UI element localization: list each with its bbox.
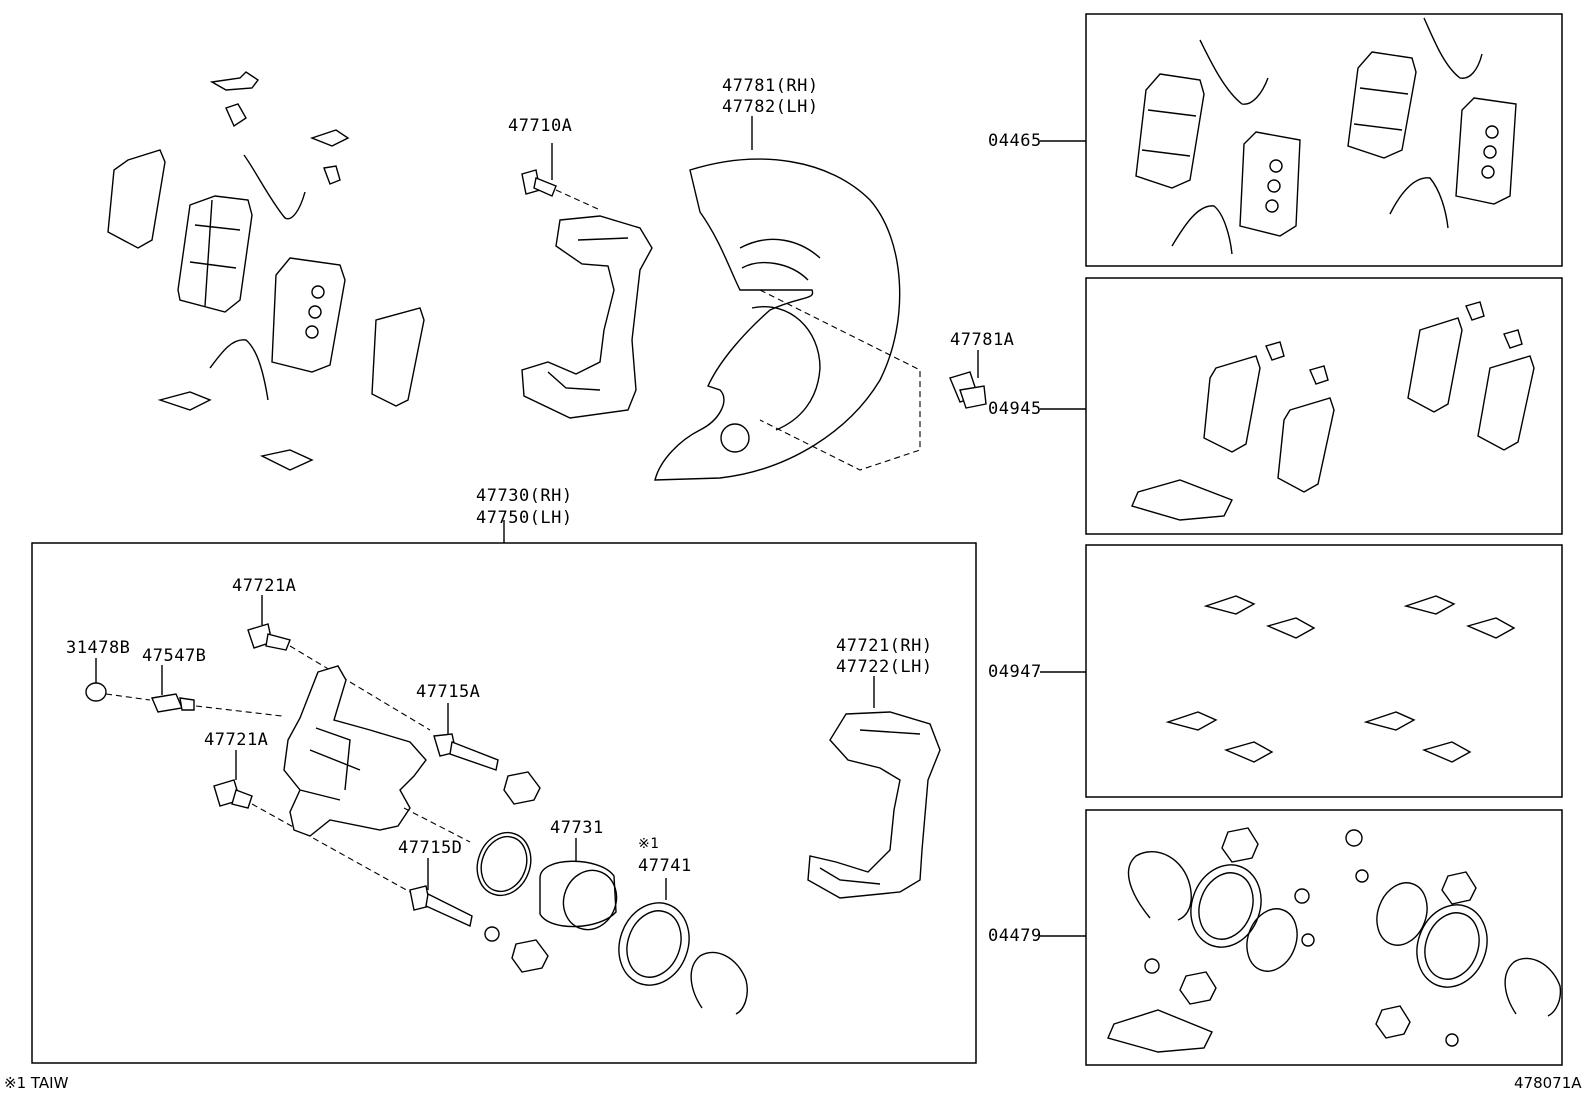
disc-dust-cover-icon <box>654 158 901 481</box>
label-47730[interactable]: 47730(RH) <box>476 486 573 506</box>
seal-ring-icon <box>1127 851 1562 1017</box>
guide-line <box>251 803 411 893</box>
label-47741-mark: ※1 <box>638 836 660 852</box>
label-31478B[interactable]: 31478B <box>66 638 131 658</box>
mounting-bracket-icon <box>807 711 941 899</box>
clip-icon <box>157 71 350 471</box>
label-47715A[interactable]: 47715A <box>416 682 481 702</box>
piston-icon <box>539 860 618 931</box>
label-04479[interactable]: 04479 <box>988 926 1042 946</box>
seal-ring-icon <box>476 831 532 897</box>
seal-ring-icon <box>618 902 690 986</box>
boot-bushing-icon <box>484 926 549 973</box>
boot-bushing-icon <box>503 771 541 805</box>
kit-box-04947 <box>1085 544 1563 798</box>
shim-icon <box>1239 97 1517 237</box>
shim-icon <box>107 149 425 407</box>
mounting-bracket-icon <box>521 215 653 419</box>
bolt-icon <box>433 733 499 771</box>
label-47731[interactable]: 47731 <box>550 818 604 838</box>
wear-indicator-icon <box>209 154 306 401</box>
label-04947[interactable]: 04947 <box>988 662 1042 682</box>
shim-icon <box>1203 317 1535 493</box>
label-47721A-top[interactable]: 47721A <box>232 576 297 596</box>
label-47547B[interactable]: 47547B <box>142 646 207 666</box>
bolt-icon <box>949 371 987 409</box>
label-04465[interactable]: 04465 <box>988 131 1042 151</box>
label-47781[interactable]: 47781(RH) <box>722 76 819 96</box>
boot-bushing-icon <box>1144 827 1477 1047</box>
label-47750[interactable]: 47750(LH) <box>476 508 573 528</box>
brake-pad-icon <box>177 195 253 313</box>
bolt-icon <box>151 693 195 713</box>
guide-line <box>105 693 151 701</box>
label-47722[interactable]: 47722(LH) <box>836 657 933 677</box>
brake-pad-icon <box>271 257 346 373</box>
brake-pad-icon <box>1135 51 1417 189</box>
grease-packet-icon <box>1107 1009 1213 1053</box>
wear-indicator-icon <box>1171 17 1483 255</box>
seal-ring-icon <box>690 951 748 1015</box>
label-47781A[interactable]: 47781A <box>950 330 1015 350</box>
kit-box-04945 <box>1085 277 1563 535</box>
label-04945[interactable]: 04945 <box>988 399 1042 419</box>
bolt-icon <box>247 623 291 651</box>
diagram-id: 478071A <box>1514 1074 1582 1092</box>
label-47715D[interactable]: 47715D <box>398 838 463 858</box>
footnote: ※1 TAIW <box>4 1074 69 1092</box>
clip-icon <box>1265 301 1523 385</box>
grease-packet-icon <box>1131 479 1233 521</box>
guide-line <box>195 705 283 717</box>
label-47721A-bot[interactable]: 47721A <box>204 730 269 750</box>
guide-line <box>403 807 471 843</box>
kit-box-04479 <box>1085 809 1563 1066</box>
kit-box-04465 <box>1085 13 1563 267</box>
boot-bushing-icon <box>85 682 107 702</box>
cylinder-icon <box>283 665 427 837</box>
guide-line <box>289 645 431 731</box>
caliper-assembly-box <box>31 542 977 1064</box>
bolt-guide-line <box>555 189 601 211</box>
clip-icon <box>1165 595 1516 763</box>
bolt-icon <box>409 885 473 928</box>
label-47721[interactable]: 47721(RH) <box>836 636 933 656</box>
label-47741[interactable]: 47741 <box>638 856 692 876</box>
label-47782[interactable]: 47782(LH) <box>722 97 819 117</box>
label-47710A[interactable]: 47710A <box>508 116 573 136</box>
bolt-icon <box>213 779 253 809</box>
bolt-icon <box>521 169 557 197</box>
